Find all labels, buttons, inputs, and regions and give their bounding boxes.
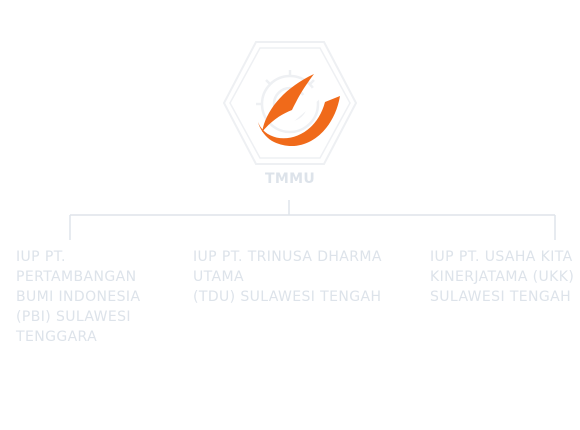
check-mark-icon — [272, 84, 328, 130]
company-name-line: BUMI INDONESIA — [16, 289, 141, 305]
company-name-line: (PBI) SULAWESI — [16, 309, 131, 325]
company-name-line: (TDU) SULAWESI TENGAH — [193, 289, 382, 305]
company-name-line: KINERJATAMA (UKK) — [430, 269, 575, 285]
check-swoosh-icon — [258, 96, 340, 147]
company-card-ukk: IUP PT. USAHA KITA KINERJATAMA (UKK) SUL… — [430, 247, 575, 307]
check-swoosh-upper-icon — [262, 74, 314, 132]
company-name-line: PERTAMBANGAN — [16, 269, 137, 285]
logo-hexagon-outer — [222, 41, 358, 165]
company-name-line: IUP PT. TRINUSA DHARMA — [193, 249, 382, 265]
hexagon-gear-checkmark-logo — [222, 41, 358, 165]
company-name-line: SULAWESI TENGAH — [430, 289, 572, 305]
company-name-line: IUP PT. USAHA KITA — [430, 249, 573, 265]
logo-label: TMMU — [265, 171, 315, 187]
company-card-pbi: IUP PT. PERTAMBANGAN BUMI INDONESIA (PBI… — [16, 247, 166, 347]
company-card-tdu: IUP PT. TRINUSA DHARMA UTAMA (TDU) SULAW… — [193, 247, 393, 307]
company-name-line: TENGGARA — [16, 329, 98, 345]
company-name-line: IUP PT. — [16, 249, 66, 265]
company-name-line: UTAMA — [193, 269, 244, 285]
logo-hexagon-inner — [229, 47, 351, 159]
